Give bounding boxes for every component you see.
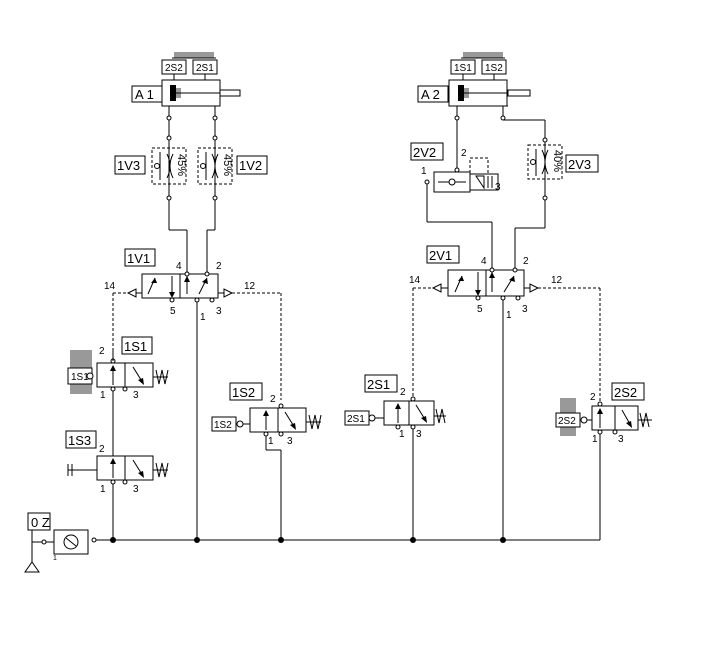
supply-label: 0 Z bbox=[31, 515, 50, 530]
svg-text:4: 4 bbox=[176, 261, 182, 272]
actuator-1s2-label: 1S2 bbox=[214, 420, 232, 431]
svg-text:1: 1 bbox=[53, 555, 57, 562]
svg-text:2: 2 bbox=[523, 256, 529, 267]
svg-text:1: 1 bbox=[506, 310, 512, 321]
position-scale bbox=[172, 52, 216, 59]
svg-text:1: 1 bbox=[100, 390, 106, 401]
valve-2v1-label: 2V1 bbox=[429, 248, 452, 263]
svg-text:14: 14 bbox=[104, 281, 116, 292]
flow-valve-1v2-percent: 45% bbox=[221, 154, 233, 176]
pilot-lines-1v1 bbox=[112, 292, 282, 540]
pilot-lines-2v1 bbox=[412, 287, 601, 540]
valve-2v2-label: 2V2 bbox=[413, 145, 436, 160]
svg-text:2: 2 bbox=[99, 346, 105, 357]
svg-text:1: 1 bbox=[421, 166, 427, 177]
svg-text:14: 14 bbox=[409, 275, 421, 286]
svg-text:2: 2 bbox=[461, 148, 467, 159]
pipes-a2 bbox=[426, 115, 548, 270]
svg-text:1: 1 bbox=[268, 436, 274, 447]
valve-1s3-label: 1S3 bbox=[68, 433, 91, 448]
valve-1v1-label: 1V1 bbox=[127, 251, 150, 266]
flow-valve-2v3-label: 2V3 bbox=[568, 157, 591, 172]
flow-valve-2v3-percent: 40% bbox=[551, 150, 563, 172]
svg-text:3: 3 bbox=[287, 436, 293, 447]
cylinder-a2[interactable]: A 2 1S1 1S2 bbox=[417, 52, 531, 116]
sensor-2s1-marker-label: 2S1 bbox=[196, 63, 214, 74]
flow-valve-1v3-percent: 45% bbox=[175, 154, 187, 176]
cylinder-a2-label: A 2 bbox=[421, 87, 440, 102]
sensor-1s2-marker-label: 1S2 bbox=[485, 63, 503, 74]
limit-valve-1s1[interactable]: 1S1 1S1 2 1 3 bbox=[67, 336, 169, 401]
svg-text:1: 1 bbox=[399, 429, 405, 440]
svg-text:3: 3 bbox=[133, 390, 139, 401]
svg-text:2: 2 bbox=[270, 394, 276, 405]
flow-control-valve-2v3[interactable]: 40% 2V3 bbox=[527, 144, 599, 180]
supply-unit[interactable]: 0 Z 1 bbox=[24, 512, 97, 573]
svg-text:3: 3 bbox=[618, 434, 624, 445]
flow-valve-1v3-label: 1V3 bbox=[117, 158, 140, 173]
svg-text:3: 3 bbox=[216, 306, 222, 317]
valve-2s2-label: 2S2 bbox=[614, 385, 637, 400]
directional-valve-2v1[interactable]: 2V1 4 2 5 1 3 14 12 bbox=[409, 245, 563, 321]
valve-1s1-label: 1S1 bbox=[124, 339, 147, 354]
actuator-1s1-label: 1S1 bbox=[71, 372, 89, 383]
position-scale-2 bbox=[461, 52, 505, 59]
cylinder-a1-label: A 1 bbox=[135, 87, 154, 102]
svg-text:5: 5 bbox=[477, 304, 483, 315]
shuttle-valve-2v2[interactable]: 2V2 1 2 3 bbox=[410, 142, 501, 193]
sensor-1s1-marker-label: 1S1 bbox=[454, 63, 472, 74]
svg-text:1: 1 bbox=[100, 484, 106, 495]
svg-text:3: 3 bbox=[522, 304, 528, 315]
valve-1s2-label: 1S2 bbox=[232, 385, 255, 400]
svg-text:12: 12 bbox=[551, 275, 563, 286]
pipes-a1 bbox=[166, 115, 218, 274]
actuator-2s1-label: 2S1 bbox=[347, 414, 365, 425]
limit-valve-2s1[interactable]: 2S1 2S1 2 1 3 bbox=[344, 374, 446, 440]
svg-text:3: 3 bbox=[416, 429, 422, 440]
directional-valve-1v1[interactable]: 1V1 4 2 5 1 3 14 12 bbox=[104, 248, 256, 323]
svg-text:2: 2 bbox=[216, 261, 222, 272]
limit-valve-2s2[interactable]: 2S2 2S2 2 1 3 bbox=[555, 382, 652, 445]
svg-text:5: 5 bbox=[170, 306, 176, 317]
actuator-2s2-label: 2S2 bbox=[558, 416, 576, 427]
start-valve-1s3[interactable]: 1S3 2 1 3 bbox=[65, 430, 169, 495]
svg-text:12: 12 bbox=[244, 281, 256, 292]
svg-text:2: 2 bbox=[590, 392, 596, 403]
svg-text:1: 1 bbox=[200, 312, 206, 323]
svg-text:4: 4 bbox=[481, 256, 487, 267]
valve-2s1-label: 2S1 bbox=[367, 377, 390, 392]
svg-text:3: 3 bbox=[133, 484, 139, 495]
svg-text:2: 2 bbox=[400, 387, 406, 398]
sensor-2s2-marker-label: 2S2 bbox=[165, 63, 183, 74]
flow-valve-1v2-label: 1V2 bbox=[239, 158, 262, 173]
flow-control-valve-1v2[interactable]: 45% 1V2 bbox=[197, 147, 268, 185]
flow-control-valve-1v3[interactable]: 1V3 45% bbox=[114, 147, 187, 185]
cylinder-a1[interactable]: A 1 2S2 2S1 bbox=[131, 52, 241, 116]
limit-valve-1s2[interactable]: 1S2 1S2 2 1 3 bbox=[211, 382, 322, 447]
svg-text:3: 3 bbox=[495, 182, 501, 193]
svg-text:1: 1 bbox=[592, 434, 598, 445]
svg-text:2: 2 bbox=[99, 444, 105, 455]
